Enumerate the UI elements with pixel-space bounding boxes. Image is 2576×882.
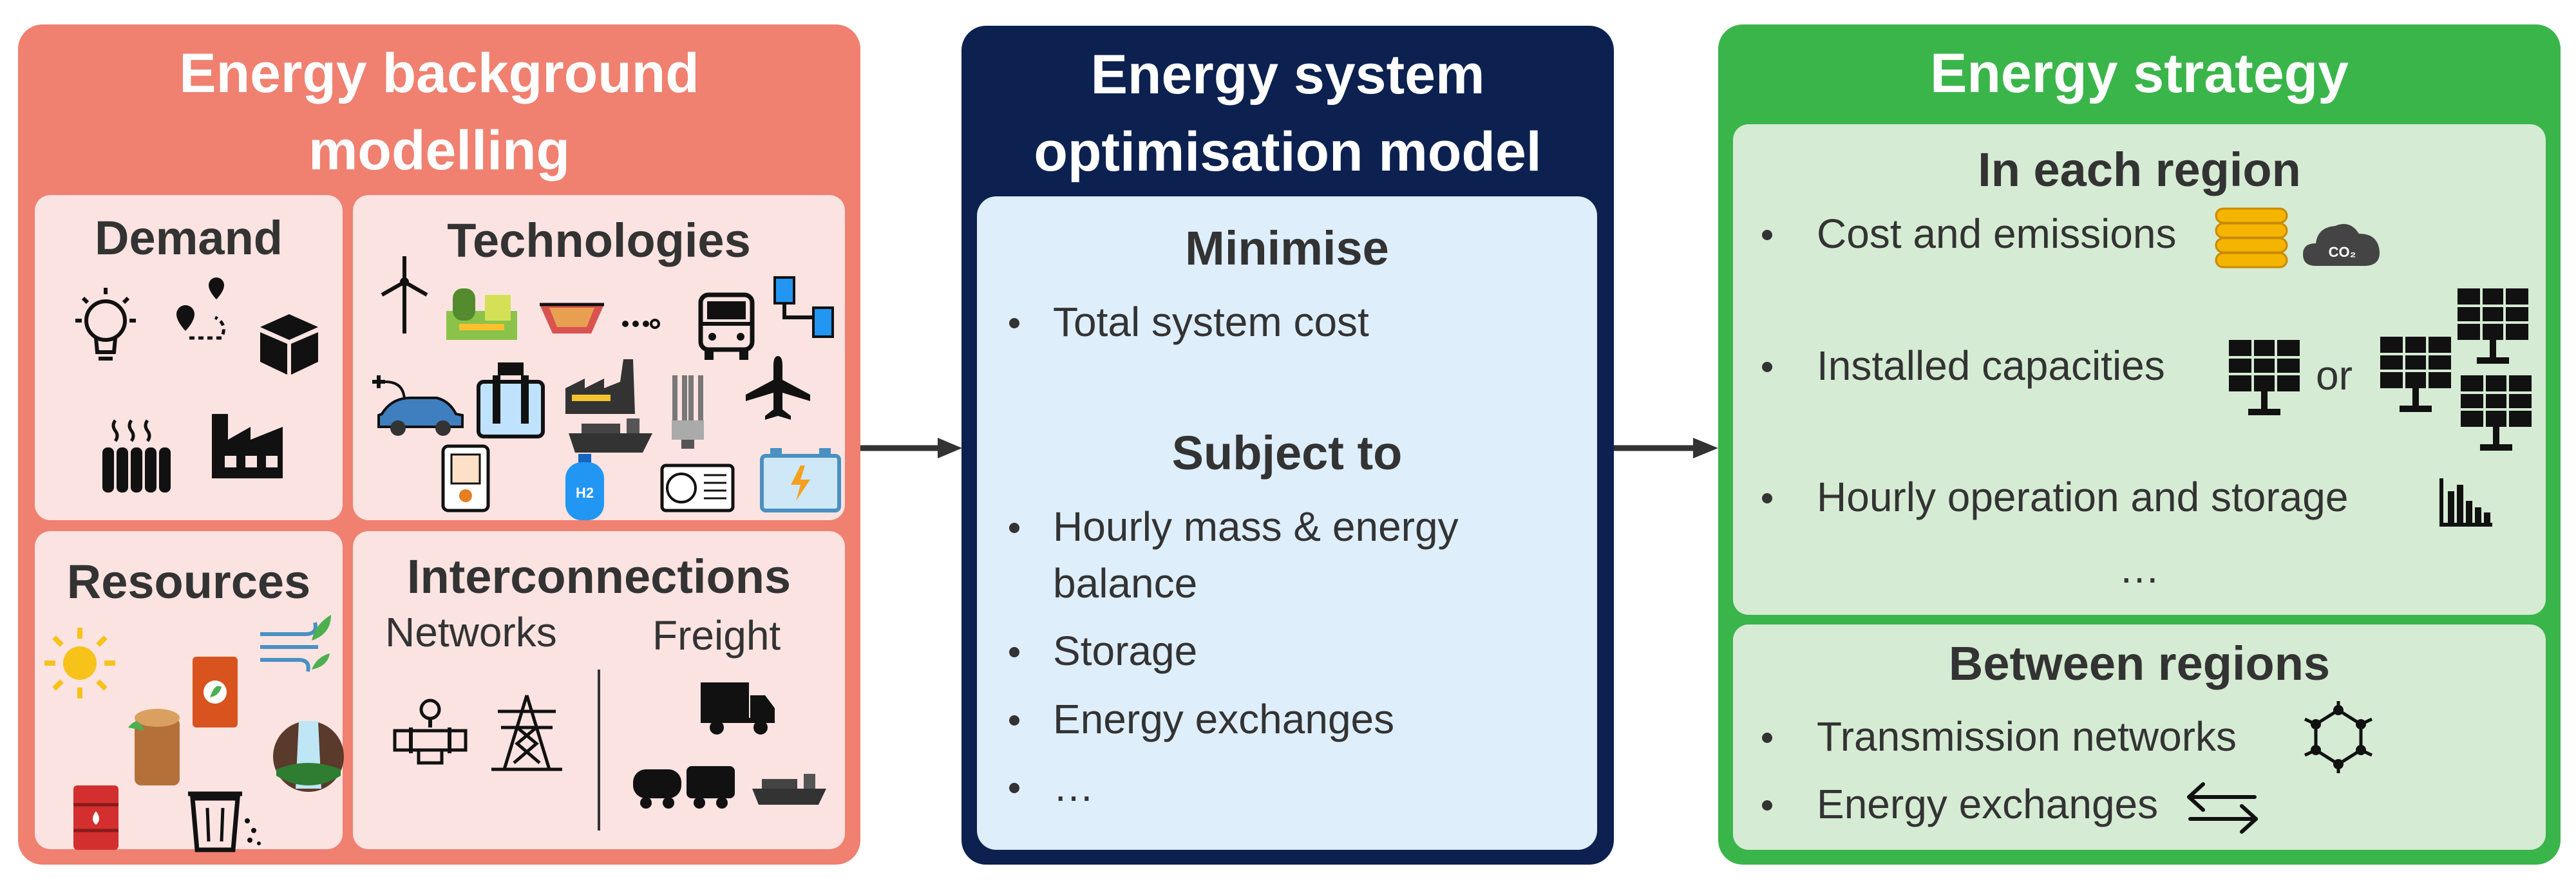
optimisation-model-panel: Energy system optimisation model Minimis… xyxy=(961,26,1614,865)
between-item-exchanges: Energy exchanges xyxy=(1817,781,2159,827)
radiator-icon xyxy=(102,419,171,493)
electrolyser-icon xyxy=(477,362,545,438)
cargo-ship-icon xyxy=(752,774,826,805)
constraint-item: Storage xyxy=(1053,628,1198,674)
constraint-item: … xyxy=(1053,764,1094,810)
region-item-cost: Cost and emissions xyxy=(1817,211,2177,257)
objective-item: Total system cost xyxy=(1053,299,1369,345)
thermostat-icon xyxy=(441,444,490,512)
biofuel-barrel-icon xyxy=(193,657,238,727)
route-icon xyxy=(176,277,225,340)
subject-to-heading: Subject to xyxy=(1171,426,1403,480)
title-line-1: Energy background xyxy=(179,42,699,104)
region-item-capacities: Installed capacities xyxy=(1817,342,2165,389)
solar-panel-icon xyxy=(2229,340,2300,415)
truck-icon xyxy=(701,682,775,735)
region-item-operation: Hourly operation and storage xyxy=(1817,474,2349,520)
networks-label: Networks xyxy=(385,609,557,655)
demand-title: Demand xyxy=(95,211,283,265)
water-tanks-icon xyxy=(773,276,834,338)
factory-icon xyxy=(212,414,283,478)
mine-icon xyxy=(540,303,604,333)
objective-box: Minimise Total system cost Subject to Ho… xyxy=(977,196,1597,850)
hydrogen-cylinder-icon: H2 xyxy=(565,454,604,520)
resources-title: Resources xyxy=(66,555,311,608)
bullet xyxy=(1009,523,1019,533)
gas-valve-icon xyxy=(393,699,468,765)
energy-strategy-title: Energy strategy xyxy=(1929,42,2349,104)
air-conditioner-icon xyxy=(660,464,735,512)
bullet xyxy=(1762,733,1772,743)
wind-turbine-icon xyxy=(381,256,428,333)
pipeline-icon xyxy=(622,319,660,329)
arrow-to-optimisation xyxy=(860,438,962,458)
waterfall-icon xyxy=(273,721,344,792)
biogas-plant-icon xyxy=(446,288,517,340)
battery-icon xyxy=(760,448,841,512)
oil-barrel-icon xyxy=(73,785,118,850)
industry-icon xyxy=(565,359,635,414)
freight-label: Freight xyxy=(652,612,781,659)
bus-icon xyxy=(698,292,755,360)
bullet xyxy=(1009,715,1019,726)
background-modelling-panel: Energy background modelling Demand xyxy=(18,24,860,865)
title-line-1: Energy system xyxy=(1090,44,1485,106)
bullet xyxy=(1009,318,1019,328)
bullet xyxy=(1762,230,1772,240)
sun-icon xyxy=(44,628,115,699)
interconnections-divider xyxy=(598,670,600,830)
boxes-icon xyxy=(260,314,318,375)
train-tanker-icon xyxy=(633,766,735,809)
energy-strategy-panel: Energy strategy In each region Cost and … xyxy=(1718,24,2561,865)
optimisation-model-title: Energy system optimisation model xyxy=(961,36,1614,191)
demand-box: Demand xyxy=(35,195,343,520)
technologies-title: Technologies xyxy=(447,214,751,267)
fluorescent-lamp-icon xyxy=(672,375,704,449)
bar-chart-icon xyxy=(2439,478,2492,527)
between-regions-box: Between regions Transmission networks En… xyxy=(1733,624,2546,850)
constraint-item: Hourly mass & energy xyxy=(1053,503,1459,550)
solar-panel-icon xyxy=(2380,337,2451,412)
lightbulb-icon xyxy=(75,288,136,361)
interconnections-title: Interconnections xyxy=(406,550,791,603)
svg-text:H2: H2 xyxy=(576,485,594,501)
technologies-box: Technologies xyxy=(353,195,845,520)
ev-charging-icon xyxy=(372,375,464,436)
power-pylon-icon xyxy=(491,695,562,771)
network-icon xyxy=(2304,701,2373,773)
title-line-2: modelling xyxy=(308,120,571,182)
constraint-item: Energy exchanges xyxy=(1053,696,1395,742)
bullet xyxy=(1009,783,1019,793)
coins-icon xyxy=(2215,207,2288,268)
bullet xyxy=(1762,800,1772,811)
wood-log-icon xyxy=(128,709,180,785)
bullet xyxy=(1009,647,1019,657)
minimise-heading: Minimise xyxy=(1185,221,1389,275)
airplane-icon xyxy=(746,356,810,420)
background-modelling-title: Energy background modelling xyxy=(18,35,860,189)
region-ellipsis: … xyxy=(2119,545,2160,592)
resources-box: Resources xyxy=(35,531,344,852)
arrow-to-strategy xyxy=(1614,438,1718,458)
solar-panel-icon xyxy=(2461,375,2532,451)
each-region-heading: In each region xyxy=(1978,143,2301,196)
co2-cloud-icon: CO₂ xyxy=(2303,223,2380,266)
co2-label: CO₂ xyxy=(2329,244,2356,260)
wind-icon xyxy=(260,615,331,672)
ship-icon xyxy=(569,418,652,453)
title-line-2: optimisation model xyxy=(1034,121,1542,183)
interconnections-box: Interconnections Networks Freight xyxy=(353,531,845,849)
each-region-box: In each region Cost and emissions CO₂ In… xyxy=(1733,124,2546,615)
exchange-arrows-icon xyxy=(2187,782,2258,834)
constraint-item-continued: balance xyxy=(1053,560,1198,606)
waste-bin-icon xyxy=(188,791,261,852)
bullet xyxy=(1762,362,1772,372)
solar-panel-icon xyxy=(2458,288,2528,364)
between-item-networks: Transmission networks xyxy=(1817,713,2237,760)
bullet xyxy=(1762,493,1772,503)
or-label: or xyxy=(2316,352,2353,399)
between-regions-heading: Between regions xyxy=(1948,637,2331,690)
